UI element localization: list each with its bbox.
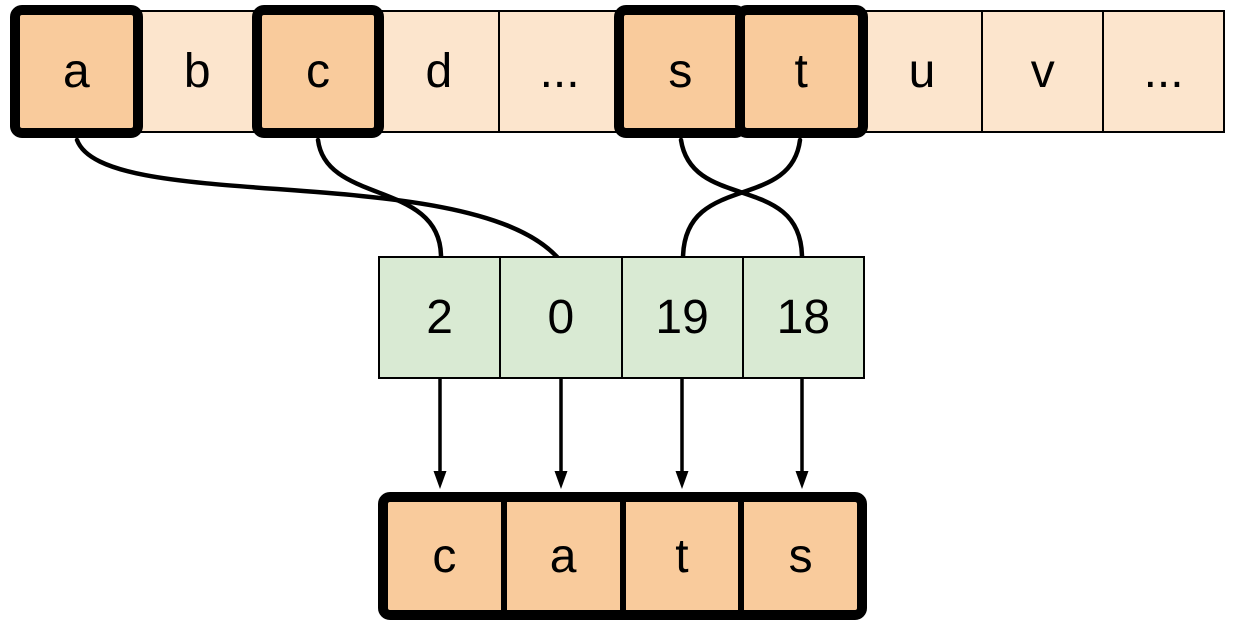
curve-t-to-19 xyxy=(680,137,803,261)
output-cell-s: s xyxy=(738,502,857,610)
alphabet-cell-u: u xyxy=(860,10,984,133)
cell-label: 19 xyxy=(655,291,709,344)
arrowhead-icon xyxy=(433,471,447,489)
curve-c-to-2 xyxy=(315,137,444,261)
alphabet-cell-ellipsis-1: ... xyxy=(498,10,621,133)
index-cell-18: 18 xyxy=(741,258,863,377)
curve-s-to-18 xyxy=(678,137,805,261)
cell-label: b xyxy=(183,44,211,98)
alphabet-cell-v: v xyxy=(981,10,1105,133)
cell-label: a xyxy=(549,529,577,583)
alphabet-cell-t: t xyxy=(734,5,868,138)
arrowhead-icon xyxy=(554,471,568,489)
index-cell-2: 2 xyxy=(380,258,499,377)
output-cell-t: t xyxy=(619,502,739,610)
alphabet-cell-s: s xyxy=(614,5,747,138)
cell-label: c xyxy=(305,44,330,98)
cell-label: v xyxy=(1030,44,1055,98)
cell-label: d xyxy=(425,44,453,98)
cell-label: c xyxy=(432,529,457,583)
output-word-row: c a t s xyxy=(378,492,867,620)
curve-a-to-0 xyxy=(74,137,561,261)
cell-label: t xyxy=(794,44,808,98)
index-cell-19: 19 xyxy=(620,258,742,377)
alphabet-cell-c: c xyxy=(251,5,385,138)
cell-label: 18 xyxy=(776,291,831,344)
letter-to-index-curves xyxy=(74,137,805,261)
alphabet-cell-b: b xyxy=(135,10,259,133)
alphabet-cell-ellipsis-2: ... xyxy=(1102,10,1225,133)
cell-label: s xyxy=(668,44,693,98)
index-row: 2 0 19 18 xyxy=(378,256,865,379)
alphabet-cell-a: a xyxy=(10,5,143,138)
cell-label: ... xyxy=(1143,44,1184,98)
alphabet-cell-d: d xyxy=(377,10,501,133)
cell-label: 2 xyxy=(426,291,453,344)
output-cell-a: a xyxy=(500,502,620,610)
cell-label: t xyxy=(675,529,689,583)
index-to-output-arrows xyxy=(433,379,809,489)
arrowhead-icon xyxy=(675,471,689,489)
cell-label: ... xyxy=(539,44,580,98)
cell-label: u xyxy=(908,44,936,98)
output-cell-c: c xyxy=(388,502,501,610)
cell-label: s xyxy=(788,529,813,583)
arrowhead-icon xyxy=(795,471,809,489)
cell-label: 0 xyxy=(547,291,575,344)
cell-label: a xyxy=(63,44,90,98)
index-cell-0: 0 xyxy=(499,258,620,377)
